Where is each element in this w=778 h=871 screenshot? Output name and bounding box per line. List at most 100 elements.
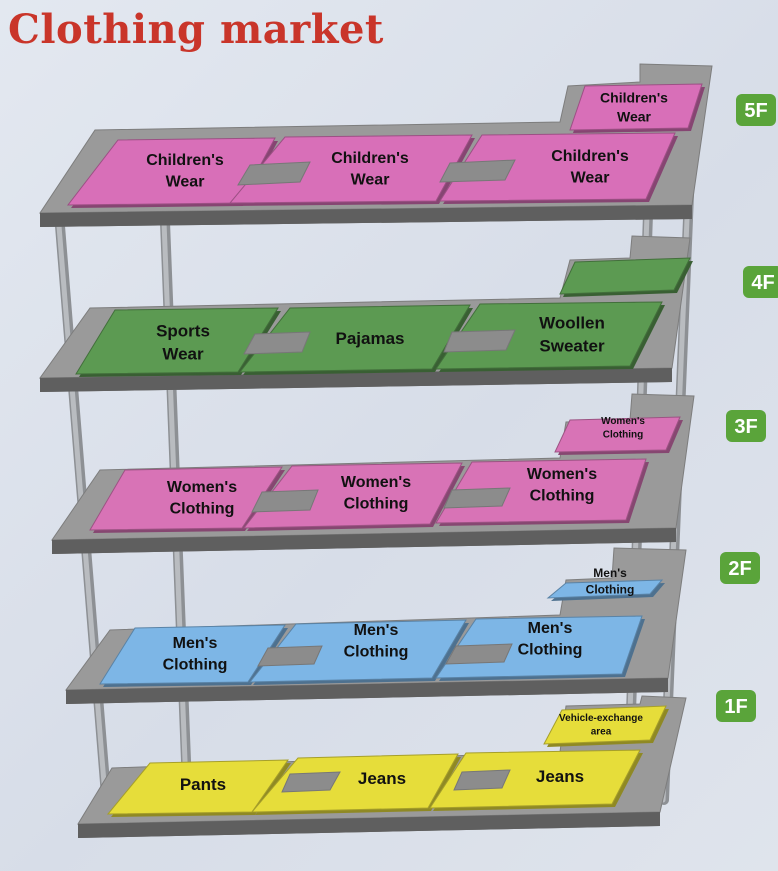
- zone-label: Women's: [167, 479, 237, 496]
- zone-label: Wear: [166, 173, 205, 190]
- zone-label: Children's: [600, 89, 668, 105]
- zone-label: Clothing: [344, 643, 409, 660]
- page-title: Clothing market: [8, 6, 384, 53]
- floor-badge: 1F: [716, 690, 756, 722]
- zone-label: Clothing: [586, 582, 635, 596]
- floor-level-label: 3F: [734, 416, 757, 438]
- slab-front: [40, 368, 672, 392]
- zone-area: [75, 307, 279, 375]
- zone-label: Jeans: [536, 767, 584, 786]
- floor-1f: Pants Jeans Jeans Vehicle-exchange area 1F: [77, 690, 756, 838]
- floor-level-label: 2F: [728, 558, 751, 580]
- zone-area: [250, 753, 459, 813]
- zone: Vehicle-exchange area: [543, 705, 669, 747]
- floor-badge: 3F: [726, 410, 766, 442]
- slab-front: [52, 528, 676, 554]
- floor-badge-bg: [716, 690, 756, 722]
- zone-area: [559, 257, 691, 295]
- zone-label: Women's: [527, 466, 597, 483]
- slab-front: [40, 205, 692, 227]
- zone-label: Children's: [146, 152, 224, 169]
- zone-label: Clothing: [603, 429, 644, 440]
- corridor-notch: [257, 645, 323, 667]
- floor-2f: Men'sClothingMen'sClothingMen'sClothingM…: [64, 547, 760, 704]
- zone-area: [429, 749, 641, 809]
- zone-area: [89, 466, 283, 531]
- slab-front: [66, 678, 668, 704]
- zone-label: Wear: [571, 169, 610, 186]
- floor-badge: 5F: [736, 94, 776, 126]
- corridor-notch: [443, 329, 516, 353]
- corridor-notch: [243, 331, 311, 355]
- slab-front: [78, 812, 660, 838]
- zone-label: Women's: [601, 416, 645, 427]
- zone-label: Clothing: [530, 487, 595, 504]
- floor-5f: Children'sWearChildren'sWearChildren'sWe…: [39, 63, 776, 227]
- zone: [559, 257, 693, 297]
- corridor-notch: [443, 487, 511, 509]
- floor-badge: 4F: [743, 266, 778, 298]
- zone-label: Clothing: [518, 641, 583, 658]
- corridor-notch: [439, 159, 516, 183]
- zone-area: [554, 416, 681, 453]
- floor-badge-bg: [720, 552, 760, 584]
- zone-label: Pants: [180, 775, 226, 794]
- zone-label: Clothing: [344, 495, 409, 512]
- floor-level-label: 5F: [744, 100, 767, 122]
- floor-3f: Women'sClothingWomen'sClothingWomen'sClo…: [51, 393, 766, 554]
- floor-level-label: 1F: [724, 696, 747, 718]
- zone-label: Clothing: [170, 500, 235, 517]
- zone-label: Children's: [331, 150, 409, 167]
- zone-label: Men's: [528, 620, 573, 637]
- floor-badge: 2F: [720, 552, 760, 584]
- zone-label: area: [591, 726, 612, 737]
- corridor-notch: [281, 771, 341, 793]
- zone-label: Sports: [156, 321, 210, 340]
- zone-label: Wear: [162, 344, 204, 363]
- zone-area: [543, 705, 667, 745]
- corridor-notch: [445, 643, 513, 665]
- zone-label: Wear: [351, 171, 390, 188]
- zone-area: [546, 579, 664, 599]
- floor-badge-bg: [736, 94, 776, 126]
- zone-label: Men's: [173, 635, 218, 652]
- zone-label: Woollen: [539, 313, 605, 332]
- zone: Pants: [106, 759, 291, 817]
- zone-area: [569, 83, 703, 131]
- zone-label: Vehicle-exchange: [559, 713, 643, 724]
- zone: Jeans: [429, 749, 643, 811]
- corridor-notch: [453, 769, 511, 791]
- floor-badge-bg: [743, 266, 778, 298]
- zone-area: [99, 624, 286, 685]
- zone-label: Sweater: [539, 336, 605, 355]
- floor-badge-bg: [726, 410, 766, 442]
- zone-label: Men's: [354, 622, 399, 639]
- zone-label: Children's: [551, 148, 629, 165]
- zone-label: Jeans: [358, 769, 406, 788]
- zone-label: Wear: [617, 108, 652, 124]
- zone-label: Clothing: [163, 656, 228, 673]
- zone: Jeans: [250, 753, 461, 815]
- floor-level-label: 4F: [751, 272, 774, 294]
- corridor-notch: [251, 489, 319, 513]
- corridor-notch: [237, 161, 311, 186]
- zone-label: Pajamas: [336, 329, 405, 348]
- zone-label: Men's: [593, 566, 627, 580]
